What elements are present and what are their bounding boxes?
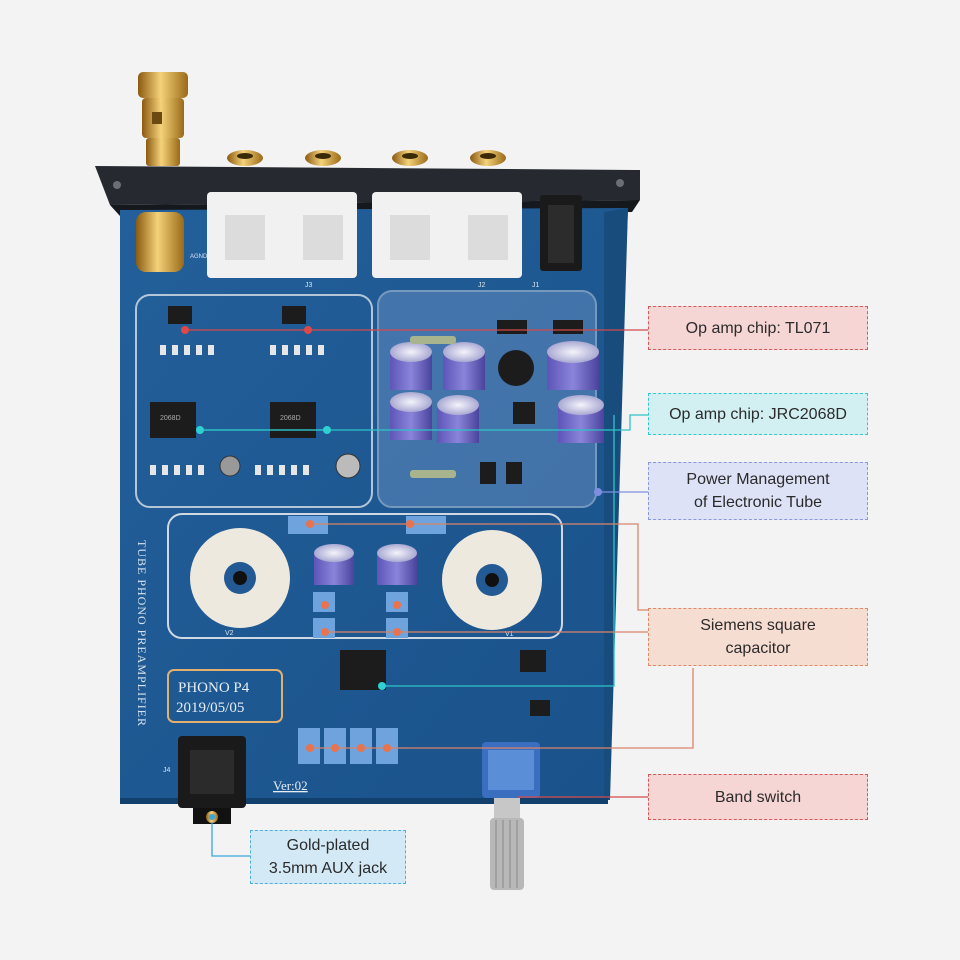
model-label: PHONO P4 (178, 680, 250, 696)
chip (530, 700, 550, 716)
ground-binding-post: AGND (136, 72, 208, 272)
jrc2068d-chip (270, 402, 316, 438)
tl071-chip (282, 306, 306, 324)
electrolytic-capacitor (437, 395, 479, 443)
rca-jack (470, 150, 506, 166)
j1-label: J1 (532, 282, 540, 289)
tube-section: V2 V1 (167, 513, 563, 764)
aux-jack: J4 (163, 736, 246, 824)
tl071-chip (168, 306, 192, 324)
v2-label: V2 (225, 630, 234, 637)
callout-siemens-capacitor: Siemens square capacitor (648, 608, 868, 666)
electrolytic-capacitor (547, 341, 599, 390)
version-label: Ver:02 (273, 778, 308, 793)
callout-op-amp-tl071: Op amp chip: TL071 (648, 306, 868, 350)
rca-jacks: J3 J2 (207, 150, 522, 289)
band-switch (482, 742, 540, 890)
rca-jack (392, 150, 428, 166)
callout-text: Band switch (714, 788, 802, 806)
electrolytic-capacitor (377, 544, 417, 585)
v1-label: V1 (505, 631, 514, 638)
rca-jack (227, 150, 263, 166)
callout-text: Op amp chip: JRC2068D (669, 405, 847, 423)
electrolytic-capacitor (390, 342, 432, 390)
electrolytic-capacitor (558, 395, 604, 443)
callout-text: capacitor (725, 640, 791, 657)
callout-power-management: Power Management of Electronic Tube (648, 462, 868, 520)
j4-label: J4 (163, 767, 171, 774)
power-management-section (377, 290, 604, 508)
leader-lines (185, 329, 694, 857)
callout-text: Gold-plated (286, 837, 370, 854)
callout-text: Siemens square (700, 617, 816, 634)
chip (520, 650, 546, 672)
j2-label: J2 (478, 282, 486, 289)
leader-op-amp-jrc2068d (200, 414, 648, 431)
callout-band-switch: Band switch (648, 774, 868, 820)
rca-jack (305, 150, 341, 166)
callout-text: Power Management (686, 471, 830, 488)
tube-socket-v2: V2 (190, 528, 290, 637)
date-label: 2019/05/05 (176, 700, 244, 716)
silkscreen-title: TUBE PHONO PREAMPLIFIER (135, 540, 149, 727)
electrolytic-capacitor (390, 392, 432, 440)
tube-socket-v1: V1 (442, 530, 542, 638)
dc-power-jack: J1 (532, 195, 582, 289)
callout-text: of Electronic Tube (693, 494, 823, 511)
leader-aux-jack (211, 822, 250, 857)
agnd-label: AGND (190, 254, 208, 260)
callout-aux-jack: Gold-plated 3.5mm AUX jack (250, 830, 406, 884)
electrolytic-capacitor (443, 342, 485, 390)
callout-text: 3.5mm AUX jack (268, 860, 388, 877)
pcb-board (120, 208, 628, 804)
j3-label: J3 (305, 282, 313, 289)
leader-siemens-capacitor (310, 523, 648, 611)
marker-dots (181, 326, 602, 820)
chip-marking: 2068D (160, 415, 181, 422)
chip-marking: 2068D (280, 415, 301, 422)
jrc2068d-chip (340, 650, 386, 690)
callout-text: Op amp chip: TL071 (685, 319, 831, 337)
callout-op-amp-jrc2068d: Op amp chip: JRC2068D (648, 393, 868, 435)
electrolytic-capacitor (314, 544, 354, 585)
jrc2068d-chip (150, 402, 196, 438)
model-badge: PHONO P4 2019/05/05 (167, 669, 283, 723)
op-amp-section: 2068D 2068D (135, 294, 373, 508)
